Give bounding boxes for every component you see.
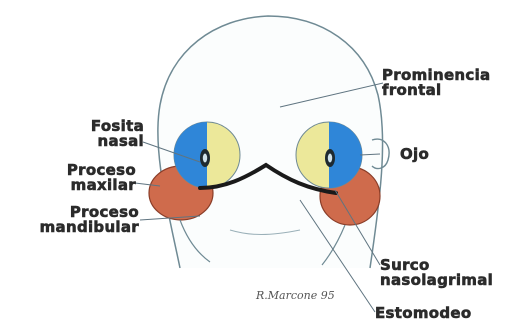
label-mandibular-line2: mandibular: [5, 220, 139, 235]
label-estomodeo: Estomodeo: [375, 306, 472, 321]
artist-signature: R.Marcone 95: [256, 289, 335, 302]
label-surco-line2: nasolagrimal: [380, 273, 493, 288]
label-fosita-nasal: Fosita nasal: [40, 119, 144, 149]
label-prominencia-frontal: Prominencia frontal: [382, 68, 490, 98]
label-prominencia-line2: frontal: [382, 83, 490, 98]
label-proceso-mandibular: Proceso mandibular: [5, 205, 139, 235]
eye-left: [174, 122, 240, 188]
label-ojo: Ojo: [400, 147, 429, 162]
label-fosita-line2: nasal: [40, 134, 144, 149]
label-proceso-maxilar: Proceso maxilar: [20, 163, 136, 193]
eye-right: [296, 122, 362, 188]
label-maxilar-line2: maxilar: [20, 178, 136, 193]
label-surco-nasolagrimal: Surco nasolagrimal: [380, 258, 493, 288]
